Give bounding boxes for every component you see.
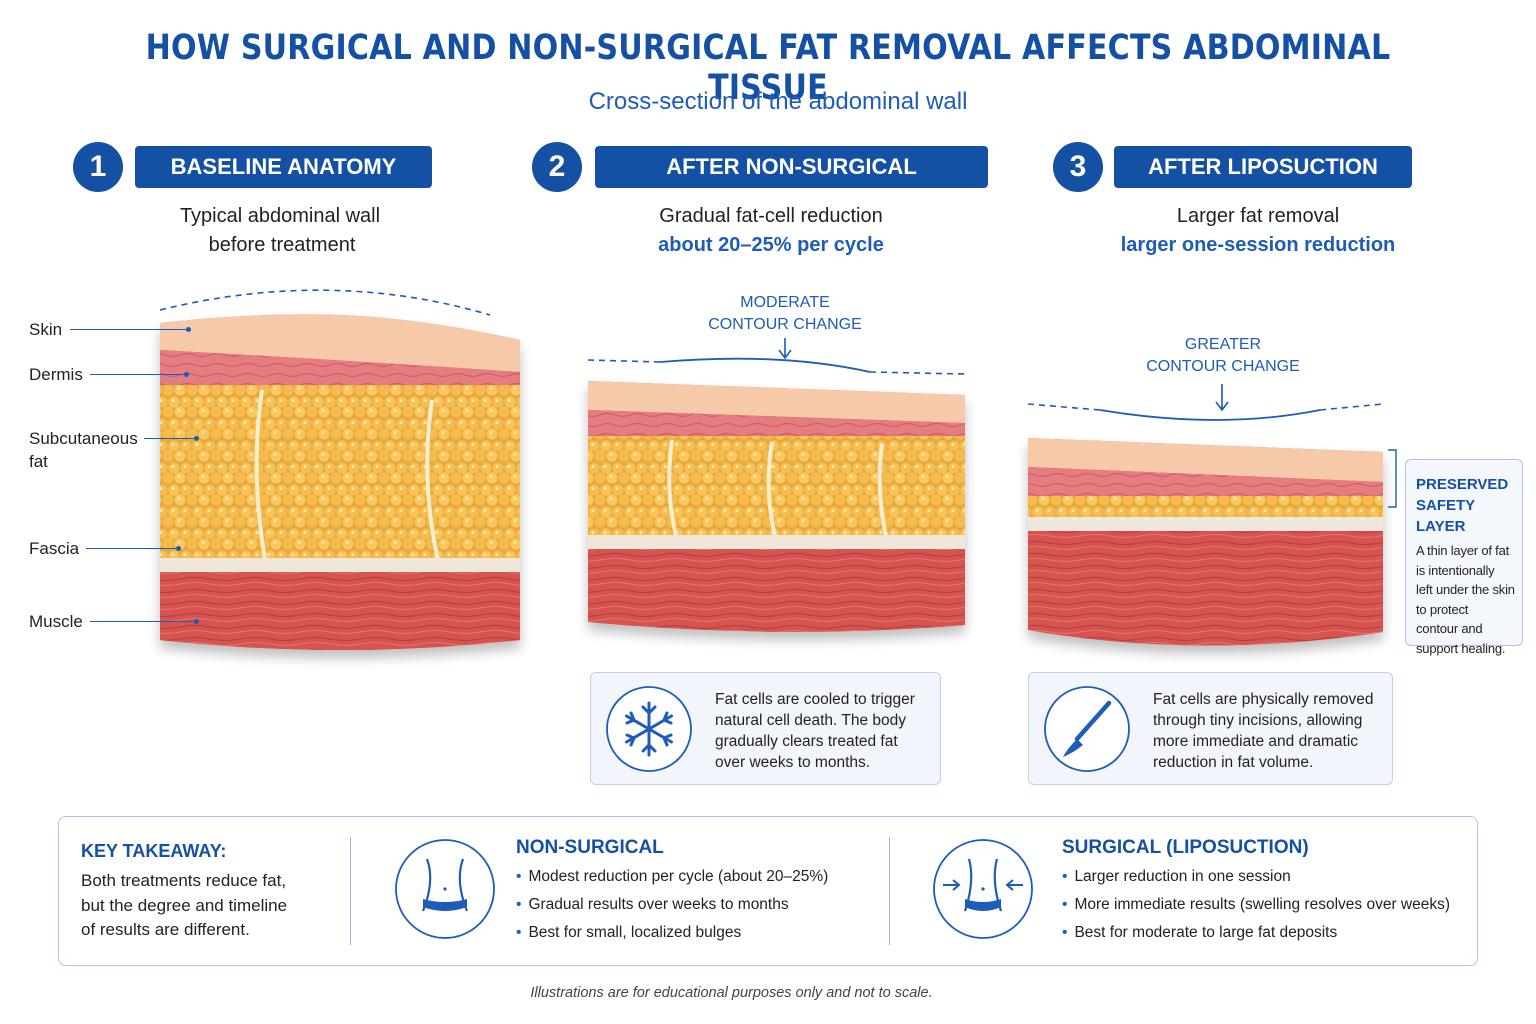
list-item: Modest reduction per cycle (about 20–25%… [516,863,828,891]
footer-disclaimer: Illustrations are for educational purpos… [530,985,933,1001]
safety-layer-callout: PRESERVED SAFETY LAYER A thin layer of f… [1405,459,1523,656]
baseline-contour-line [159,289,491,316]
step-1-number: 1 [73,142,123,192]
layer-label-skin: Skin [29,320,63,339]
page-title: HOW SURGICAL AND NON-SURGICAL FAT REMOVA… [145,28,1391,108]
layer-label-fascia: Fascia [29,539,80,558]
waist-arrows-icon [933,839,1033,939]
list-item: Best for moderate to large fat deposits [1062,919,1450,947]
list-item: Larger reduction in one session [1062,863,1450,891]
surgical-list: Larger reduction in one session More imm… [1062,863,1450,947]
page-subtitle: Cross-section of the abdominal wall [588,88,968,115]
list-item: Gradual results over weeks to months [516,891,828,919]
key-takeaway-body: Both treatments reduce fat,but the degre… [81,871,288,939]
step-2-label: AFTER NON-SURGICAL CRYOLIPOLYSIS [595,146,988,221]
list-item: Best for small, localized bulges [516,919,828,947]
moderate-contour-line [659,357,871,373]
greater-contour-line [1099,409,1321,421]
liposuction-tissue-block [1028,438,1383,646]
step-1-label: BASELINE ANATOMY [135,146,432,188]
layer-label-dermis: Dermis [29,365,83,384]
nonsurgical-list: Modest reduction per cycle (about 20–25%… [516,863,828,947]
snowflake-icon [606,686,692,772]
scalpel-icon [1044,686,1130,772]
moderate-arrow-icon [778,338,792,360]
surgical-heading: SURGICAL (LIPOSUCTION) [1062,837,1309,858]
baseline-tissue-block [160,314,520,650]
cryolipolysis-tissue-block [588,381,965,632]
layer-label-muscle: Muscle [29,612,83,631]
list-item: More immediate results (swelling resolve… [1062,891,1450,919]
tissue-illustrations [159,289,1397,650]
key-takeaway-panel: KEY TAKEAWAY: Both treatments reduce fat… [58,816,1478,966]
waist-icon [395,839,495,939]
step-3-number: 3 [1053,142,1103,192]
safety-layer-bracket [1388,449,1397,508]
nonsurgical-heading: NON-SURGICAL [516,837,664,858]
greater-arrow-icon [1215,384,1229,412]
key-takeaway-title: KEY TAKEAWAY: [81,841,227,861]
step-2-number: 2 [532,142,582,192]
step-3-label: AFTER LIPOSUCTION [1114,146,1412,188]
